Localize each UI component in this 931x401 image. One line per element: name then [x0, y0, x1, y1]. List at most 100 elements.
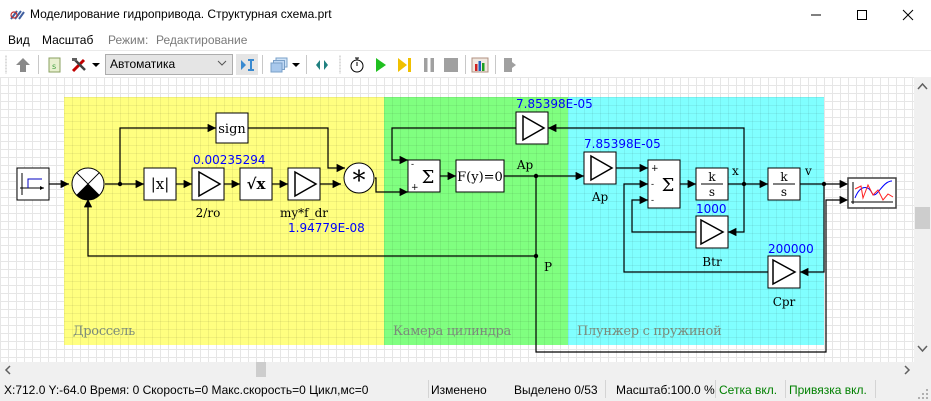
app-logo-icon: [10, 10, 25, 20]
menu-view[interactable]: Вид: [8, 33, 30, 47]
hammer-wrench-icon: [71, 57, 86, 72]
status-grid[interactable]: Сетка вкл.: [719, 383, 778, 397]
scroll-right-icon[interactable]: [903, 365, 911, 375]
stop-button[interactable]: [440, 54, 462, 75]
toolbar-grip[interactable]: [5, 55, 7, 74]
sync-icon: [316, 59, 328, 70]
zone-label: Плунжер с пружиной: [577, 324, 722, 339]
mode-label: Режим:: [108, 33, 149, 47]
chart-button[interactable]: [469, 54, 491, 75]
integrator-den: s: [709, 185, 715, 199]
gain-ap-feedback-value: 7.85398E-05: [516, 97, 593, 111]
tools-button[interactable]: [68, 54, 90, 75]
gain-btr-value: 1000: [696, 202, 727, 216]
resize-grip-icon[interactable]: [918, 389, 928, 399]
integrator-num: k: [780, 170, 788, 184]
signal-p-label: P: [544, 260, 552, 274]
layers-button[interactable]: [268, 54, 290, 75]
step-source-block[interactable]: [16, 167, 50, 201]
status-scale: Масштаб:100.0 %: [616, 383, 715, 397]
integrator-v-block[interactable]: k s: [767, 167, 801, 201]
sign-block[interactable]: sign: [215, 112, 249, 144]
gain-btr-block[interactable]: 1000 Btr: [695, 202, 729, 269]
step-into-icon: [241, 58, 254, 71]
minimize-icon: [811, 14, 821, 16]
vertical-scroll-thumb[interactable]: [915, 207, 930, 229]
sqrt-block[interactable]: √x: [239, 167, 273, 201]
gain-myf-block[interactable]: my*f_dr 1.94779E-08: [280, 167, 365, 235]
scroll-up-icon[interactable]: [917, 82, 928, 90]
run-button[interactable]: [370, 54, 392, 75]
integrator-den: s: [781, 185, 787, 199]
sync-button[interactable]: [311, 54, 333, 75]
block-diagram: sign |x| 0.00235294 2/ro √x: [16, 97, 897, 353]
mode-select[interactable]: Автоматика: [105, 54, 233, 75]
step-forward-icon: [398, 57, 411, 72]
minimize-button[interactable]: [793, 0, 839, 30]
menu-scale[interactable]: Масштаб: [42, 33, 94, 47]
step-button[interactable]: [394, 54, 416, 75]
up-arrow-icon: [16, 57, 30, 72]
maximize-button[interactable]: [839, 0, 885, 30]
sum-sign: -: [411, 160, 414, 170]
script-icon: s: [48, 57, 61, 72]
status-modified: Изменено: [431, 383, 487, 397]
implicit-label: F(y)=0: [457, 170, 503, 185]
pause-button[interactable]: [418, 54, 440, 75]
sum-cylinder-block[interactable]: Σ - +: [407, 159, 441, 193]
play-icon: [376, 57, 386, 72]
timer-button[interactable]: [345, 54, 369, 75]
scroll-down-icon[interactable]: [917, 345, 928, 353]
comparator-junction[interactable]: [71, 167, 105, 201]
mode-select-value: Автоматика: [110, 57, 176, 71]
close-icon: [902, 9, 914, 21]
horizontal-scrollbar[interactable]: [0, 362, 914, 377]
status-selected: Выделено 0/53: [514, 383, 598, 397]
sum-sign: +: [411, 183, 419, 193]
gain-ap-value: 7.85398E-05: [584, 137, 661, 151]
status-coords: X:712.0 Y:-64.0 Время: 0 Скорость=0 Макс…: [4, 383, 369, 397]
export-icon: [504, 57, 516, 72]
scroll-left-icon[interactable]: [4, 365, 12, 375]
gain-myf-name: my*f_dr: [280, 206, 328, 220]
vertical-scrollbar[interactable]: [914, 77, 931, 377]
status-bar: X:712.0 Y:-64.0 Время: 0 Скорость=0 Макс…: [0, 377, 931, 401]
title-bar: Моделирование гидропривода. Структурная …: [0, 0, 931, 30]
gain-ap-name: Ap: [591, 190, 609, 204]
gain-cpr-value: 200000: [768, 242, 814, 256]
scrollbar-corner: [914, 362, 931, 377]
horizontal-scroll-thumb[interactable]: [256, 362, 266, 377]
sum-plunger-block[interactable]: Σ + - -: [647, 159, 681, 209]
scope-block[interactable]: [847, 177, 897, 209]
export-button[interactable]: [499, 54, 521, 75]
layers-dropdown[interactable]: [291, 54, 301, 75]
maximize-icon: [857, 10, 867, 20]
gain-cpr-block[interactable]: 200000 Cpr: [767, 242, 814, 309]
integrator-num: k: [708, 170, 716, 184]
close-button[interactable]: [885, 0, 931, 30]
gain-ro-block[interactable]: 0.00235294 2/ro: [191, 153, 266, 220]
svg-text:s: s: [52, 62, 56, 71]
sum-symbol: Σ: [662, 175, 675, 196]
gain-ap-block[interactable]: 7.85398E-05 Ap: [583, 137, 661, 204]
abs-block[interactable]: |x|: [143, 167, 177, 201]
integrator-x-block[interactable]: k s: [695, 167, 729, 201]
step-into-button[interactable]: [236, 54, 258, 75]
sum-symbol: Σ: [422, 167, 435, 188]
gain-cpr-name: Cpr: [773, 295, 796, 309]
window-title: Моделирование гидропривода. Структурная …: [30, 7, 332, 21]
multiply-block[interactable]: *: [343, 162, 375, 196]
diagram-canvas[interactable]: Дроссель Камера цилиндра Плунжер с пружи…: [0, 77, 914, 377]
sum-sign: -: [651, 180, 654, 190]
implicit-solver-block[interactable]: F(y)=0: [455, 159, 505, 193]
script-button[interactable]: s: [43, 54, 65, 75]
sign-label: sign: [218, 122, 246, 137]
multiply-label: *: [353, 166, 366, 196]
tools-dropdown[interactable]: [91, 54, 101, 75]
status-snap[interactable]: Привязка вкл.: [789, 383, 867, 397]
bar-chart-icon: [471, 57, 489, 72]
zone-label: Камера цилиндра: [393, 324, 512, 339]
gain-ap-feedback-block[interactable]: 7.85398E-05: [515, 97, 593, 145]
up-button[interactable]: [12, 54, 34, 75]
